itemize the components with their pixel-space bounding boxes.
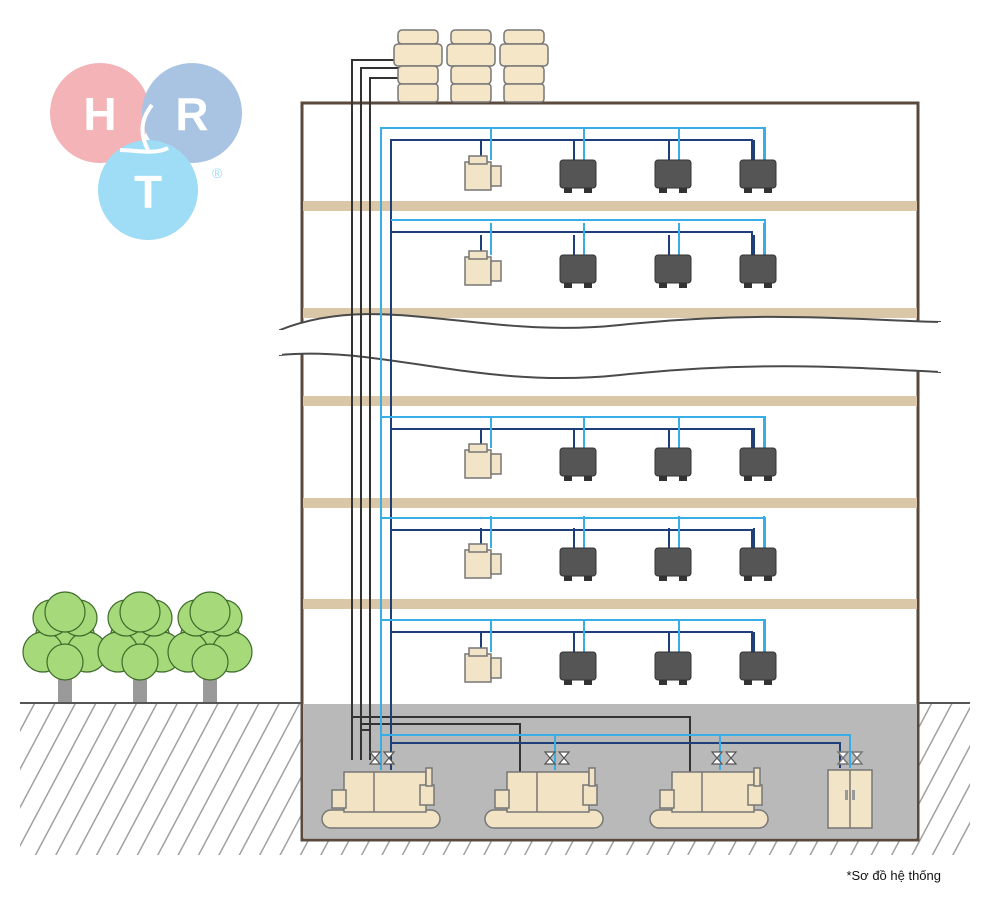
ahu-unit bbox=[464, 250, 502, 286]
cooling-tower bbox=[499, 29, 549, 103]
indoor-unit bbox=[739, 447, 777, 481]
indoor-unit bbox=[559, 447, 597, 481]
ahu-unit bbox=[464, 155, 502, 191]
diagram-caption: *Sơ đồ hệ thống bbox=[846, 868, 941, 883]
chillers bbox=[321, 751, 769, 829]
ahu-unit bbox=[464, 443, 502, 479]
building bbox=[278, 101, 942, 842]
indoor-unit bbox=[739, 547, 777, 581]
indoor-unit bbox=[654, 651, 692, 685]
indoor-unit bbox=[654, 254, 692, 288]
indoor-unit bbox=[559, 547, 597, 581]
ahu-unit bbox=[464, 543, 502, 579]
logo-circle-t bbox=[98, 140, 198, 240]
indoor-unit bbox=[559, 651, 597, 685]
chiller bbox=[484, 751, 604, 829]
indoor-units bbox=[464, 128, 777, 685]
chiller bbox=[321, 751, 441, 829]
logo-letter-r: R bbox=[175, 88, 208, 140]
floor-slabs bbox=[303, 201, 917, 609]
cooling-towers bbox=[393, 29, 549, 103]
indoor-unit bbox=[559, 159, 597, 193]
indoor-unit bbox=[654, 159, 692, 193]
indoor-unit bbox=[559, 254, 597, 288]
tree bbox=[97, 591, 183, 702]
pump-cabinet bbox=[827, 751, 873, 829]
logo-letter-t: T bbox=[134, 166, 162, 218]
ahu-unit bbox=[464, 647, 502, 683]
chiller bbox=[649, 751, 769, 829]
indoor-unit bbox=[739, 651, 777, 685]
company-logo: H R T ® bbox=[50, 63, 242, 240]
tree bbox=[22, 591, 108, 702]
tree bbox=[167, 591, 253, 702]
indoor-unit bbox=[654, 547, 692, 581]
indoor-unit bbox=[739, 254, 777, 288]
logo-circle-h bbox=[50, 63, 150, 163]
indoor-unit bbox=[739, 159, 777, 193]
trees bbox=[22, 591, 253, 702]
cooling-tower bbox=[446, 29, 496, 103]
registered-mark: ® bbox=[212, 165, 223, 181]
condenser-water-pipes bbox=[351, 59, 691, 772]
logo-circle-r bbox=[142, 63, 242, 163]
logo-letter-h: H bbox=[83, 88, 116, 140]
cooling-tower bbox=[393, 29, 443, 103]
indoor-unit bbox=[654, 447, 692, 481]
